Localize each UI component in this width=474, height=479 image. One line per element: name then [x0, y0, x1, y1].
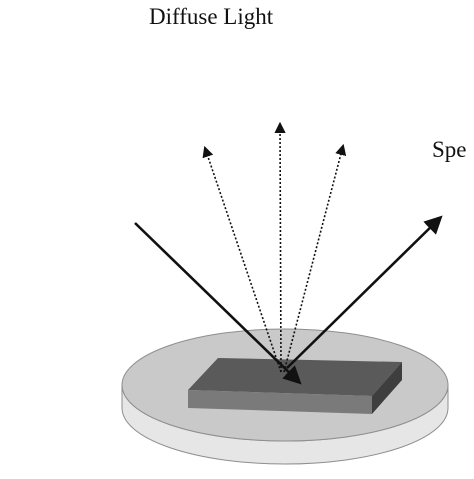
specular-label: Spe: [432, 137, 467, 162]
diffuse-light-label: Diffuse Light: [149, 4, 274, 29]
incident-ray-arrow: [134, 222, 302, 385]
specular-ray-arrow: [286, 215, 443, 369]
sample-front: [188, 390, 372, 414]
diffuse-arrows: [202, 121, 347, 373]
diffuse-arrow-left: [202, 145, 282, 373]
diffuse-arrow-right: [283, 143, 347, 373]
sample-block: [188, 358, 402, 414]
sample-side: [372, 362, 402, 414]
diffuse-arrow-center: [274, 121, 286, 373]
